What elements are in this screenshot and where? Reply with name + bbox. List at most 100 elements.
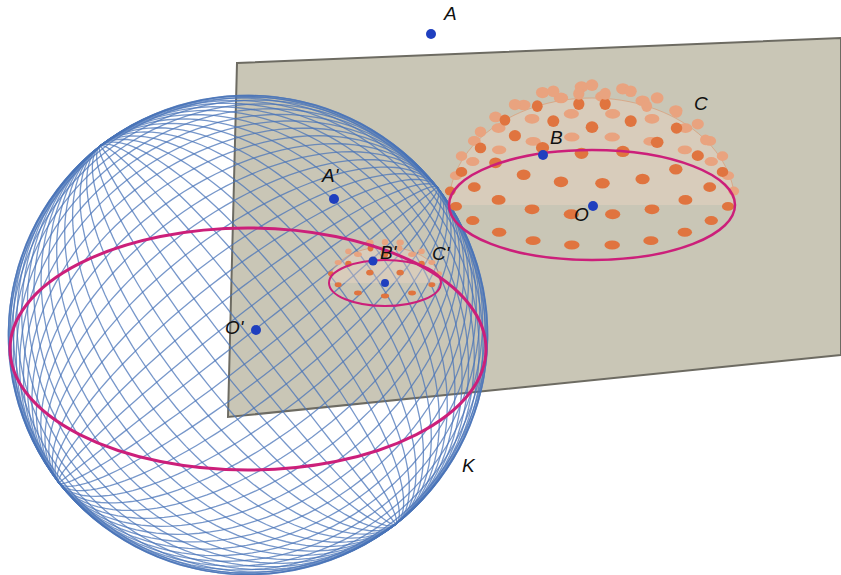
wire-line xyxy=(13,104,437,483)
point xyxy=(588,201,598,211)
dome-dot xyxy=(396,270,403,276)
wire-line xyxy=(34,146,396,560)
circle xyxy=(329,260,441,306)
point-label: O xyxy=(574,205,589,224)
dome-dot xyxy=(678,195,692,205)
dome-dot xyxy=(509,130,521,141)
wire-line xyxy=(32,136,437,483)
dome-dot xyxy=(536,87,549,98)
point xyxy=(538,150,548,160)
wire-line xyxy=(23,121,437,483)
dome-dot xyxy=(335,282,342,287)
dome-dot xyxy=(641,100,652,112)
dome-dot xyxy=(525,114,540,124)
dome-dot xyxy=(643,236,658,245)
dome-dot xyxy=(645,114,660,124)
circle xyxy=(10,228,486,470)
dome-dot xyxy=(466,157,479,166)
dome-dot xyxy=(600,88,611,100)
dome-dot xyxy=(526,236,541,245)
dome-dot xyxy=(705,157,718,166)
wire-line xyxy=(36,144,437,483)
dome-dot xyxy=(397,245,403,251)
wire-line xyxy=(59,187,464,534)
wire-line xyxy=(20,114,437,482)
dome-dot xyxy=(625,85,637,97)
dome-surface xyxy=(449,98,735,205)
dome-dot xyxy=(635,174,649,185)
dome-dot xyxy=(573,88,584,100)
dome-dot xyxy=(717,167,728,177)
sphere-outline xyxy=(8,95,488,575)
dome-dot xyxy=(547,85,559,97)
dome-dot xyxy=(345,248,351,254)
point-label: O' xyxy=(225,318,243,337)
dome-dot xyxy=(605,109,620,119)
dome-dot xyxy=(554,177,568,188)
wire-line xyxy=(59,187,460,526)
dome-dot xyxy=(450,202,462,211)
wire-line xyxy=(9,97,437,482)
wire-line xyxy=(8,96,437,483)
dome-dot xyxy=(517,169,531,180)
dome-dot xyxy=(604,133,620,142)
dome-dot xyxy=(564,241,580,250)
dome-dot xyxy=(692,119,704,130)
point xyxy=(426,29,436,39)
dome-dot xyxy=(678,228,692,237)
point-label: A' xyxy=(322,166,338,185)
dome-dot xyxy=(509,99,521,110)
point xyxy=(251,325,261,335)
dome-dot xyxy=(717,151,728,161)
dome-dot xyxy=(564,109,579,119)
wire-line xyxy=(59,187,451,510)
wire-line xyxy=(41,152,437,483)
dome-dot xyxy=(428,282,435,287)
dome-dot xyxy=(475,127,486,138)
dome-dot xyxy=(408,252,416,257)
point xyxy=(329,194,339,204)
wire-line xyxy=(45,160,437,483)
wire-line xyxy=(59,187,437,483)
dome-dot xyxy=(722,202,734,211)
dome-dot xyxy=(418,248,424,254)
wire-line xyxy=(100,128,431,524)
dome-dot xyxy=(396,240,403,246)
dome-dot xyxy=(354,252,362,257)
wire-line xyxy=(87,146,396,531)
dome-dot xyxy=(492,195,506,205)
wire-line xyxy=(49,146,396,551)
dome-dot xyxy=(500,114,511,125)
wire-line xyxy=(55,179,437,482)
dome-dot xyxy=(354,290,362,295)
dome-dot xyxy=(408,290,416,295)
dome-dot xyxy=(692,150,704,161)
hemisphere xyxy=(445,79,739,249)
point xyxy=(369,257,378,266)
dome-dot xyxy=(645,204,660,214)
wire-line xyxy=(100,119,447,524)
wire-line xyxy=(11,100,437,483)
dome-dot xyxy=(703,182,716,192)
dome-dot xyxy=(564,133,580,142)
dome-dot xyxy=(671,106,682,117)
point-label: C xyxy=(694,94,708,113)
point-label: B xyxy=(550,128,563,147)
dome-dot xyxy=(669,164,682,175)
dome-dot xyxy=(705,216,718,225)
wire-line xyxy=(59,187,476,555)
dome-dot xyxy=(492,228,506,237)
dome-dot xyxy=(547,115,559,127)
dome-dot xyxy=(381,293,389,298)
wire-line xyxy=(58,186,437,482)
point-label: K xyxy=(462,456,475,475)
wire-line xyxy=(59,187,483,566)
dome-dot xyxy=(468,182,481,192)
point-label: C' xyxy=(432,244,449,263)
points xyxy=(251,29,598,335)
wire-line xyxy=(59,187,469,542)
dome-dot xyxy=(475,143,486,154)
dome-dot xyxy=(678,145,692,154)
wire-line xyxy=(17,146,396,570)
